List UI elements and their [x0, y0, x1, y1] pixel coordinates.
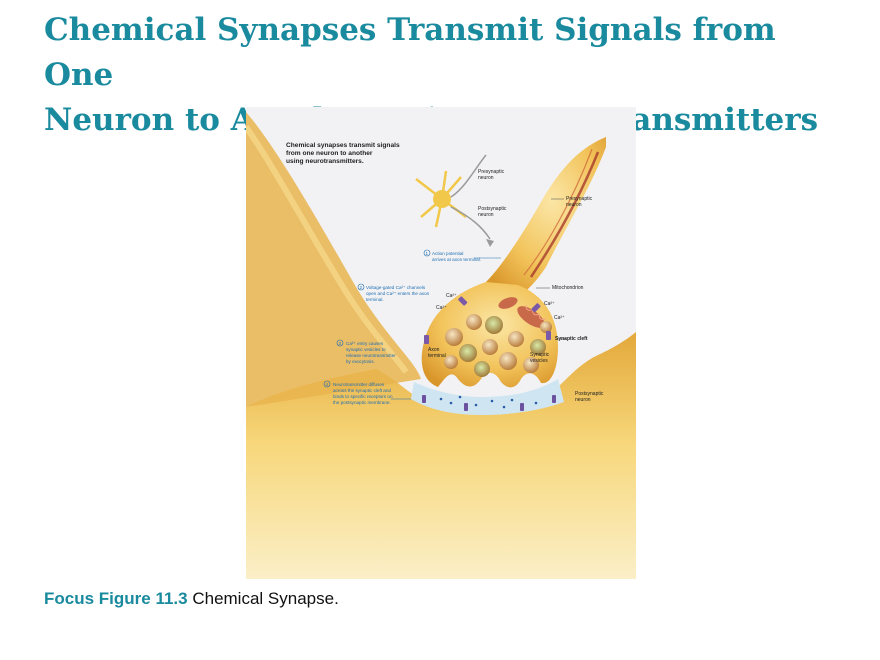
label-synaptic-vesicles-l2: vesicles	[530, 358, 548, 364]
svg-text:1: 1	[426, 251, 429, 256]
label-presynaptic-neuron-l2: neuron	[566, 202, 582, 208]
postsynaptic-neuron-shape	[246, 332, 636, 579]
synapse-figure: Presynaptic neuron Postsynaptic neuron C…	[246, 107, 636, 579]
svg-text:binds to specific receptors on: binds to specific receptors on	[333, 394, 393, 399]
svg-text:arrives at axon terminal.: arrives at axon terminal.	[432, 257, 481, 262]
inset-postsynaptic-l1: Postsynaptic	[478, 206, 507, 212]
title-line-1: Chemical Synapses Transmit Signals from …	[44, 12, 776, 93]
figure-header-line-2: from one neuron to another	[286, 150, 373, 157]
synapse-illustration: Presynaptic neuron Postsynaptic neuron C…	[246, 112, 636, 579]
figure-header-line-1: Chemical synapses transmit signals	[286, 142, 400, 149]
caption-label: Focus Figure 11.3	[44, 589, 188, 608]
slide-title: Chemical Synapses Transmit Signals from …	[44, 8, 844, 143]
svg-text:the postsynaptic membrane.: the postsynaptic membrane.	[333, 400, 391, 405]
calcium-channels	[424, 296, 551, 344]
svg-text:open and Ca²⁺ enters the axon: open and Ca²⁺ enters the axon	[366, 291, 430, 296]
neurotransmitter-molecules	[439, 395, 538, 409]
label-postsynaptic-neuron-l2: neuron	[575, 397, 591, 403]
svg-text:Ca²⁺ entry causes: Ca²⁺ entry causes	[346, 341, 384, 346]
axon-terminal-shape	[421, 282, 558, 388]
svg-text:neuron: neuron	[478, 175, 494, 181]
svg-text:Postsynaptic: Postsynaptic	[478, 206, 507, 212]
figure-header-line-3: using neurotransmitters.	[286, 158, 364, 165]
label-ca-2: Ca²⁺	[436, 305, 447, 311]
step-3: 3 Ca²⁺ entry causes synaptic vesicles to…	[336, 339, 396, 364]
inset-presynaptic-l2: neuron	[478, 175, 494, 181]
caption-text: Chemical Synapse.	[187, 589, 339, 608]
svg-text:synaptic vesicles to: synaptic vesicles to	[346, 347, 386, 352]
step-4: 4 Neurotransmitter diffuses across the s…	[323, 380, 411, 405]
label-postsynaptic-neuron-l1: Postsynaptic	[575, 391, 604, 397]
presynaptic-axon-shape	[486, 137, 606, 297]
label-synaptic-vesicles-l1: Synaptic	[530, 352, 550, 358]
svg-text:3: 3	[339, 341, 342, 346]
svg-text:neuron: neuron	[478, 212, 494, 218]
svg-text:by exocytosis.: by exocytosis.	[346, 359, 375, 364]
label-presynaptic-neuron-l1: Presynaptic	[566, 196, 593, 202]
step-1: 1 Action potential arrives at axon termi…	[423, 249, 501, 262]
label-axon-terminal-l2: terminal	[428, 353, 446, 359]
inset-postsynaptic-l2: neuron	[478, 212, 494, 218]
label-ca-3: Ca²⁺	[544, 301, 555, 307]
synaptic-cleft	[411, 379, 564, 415]
receptors	[422, 395, 556, 411]
label-axon-terminal-l1: Axon	[428, 347, 440, 353]
label-ca-4: Ca²⁺	[554, 315, 565, 321]
mitochondria	[498, 297, 546, 328]
step-2: 2 Voltage-gated Ca²⁺ channels open and C…	[357, 283, 430, 302]
figure-caption: Focus Figure 11.3 Chemical Synapse.	[44, 589, 339, 609]
inset-neuron	[415, 154, 494, 247]
svg-text:across the synaptic cleft and: across the synaptic cleft and	[333, 388, 391, 393]
svg-text:release neurotransmitter: release neurotransmitter	[346, 353, 396, 358]
synaptic-vesicles	[444, 314, 552, 377]
svg-text:Action potential: Action potential	[432, 251, 463, 256]
svg-text:Neurotransmitter diffuses: Neurotransmitter diffuses	[333, 382, 385, 387]
svg-text:4: 4	[326, 382, 329, 387]
svg-text:terminal.: terminal.	[366, 297, 384, 302]
label-mitochondrion: Mitochondrion	[552, 285, 584, 291]
label-synaptic-cleft: Synaptic cleft	[555, 336, 588, 342]
inset-presynaptic-l1: Presynaptic	[478, 169, 505, 175]
svg-text:Presynaptic: Presynaptic	[478, 169, 505, 175]
svg-text:Voltage-gated Ca²⁺ channels: Voltage-gated Ca²⁺ channels	[366, 285, 426, 290]
label-ca-1: Ca²⁺	[446, 293, 457, 299]
svg-text:2: 2	[360, 285, 363, 290]
